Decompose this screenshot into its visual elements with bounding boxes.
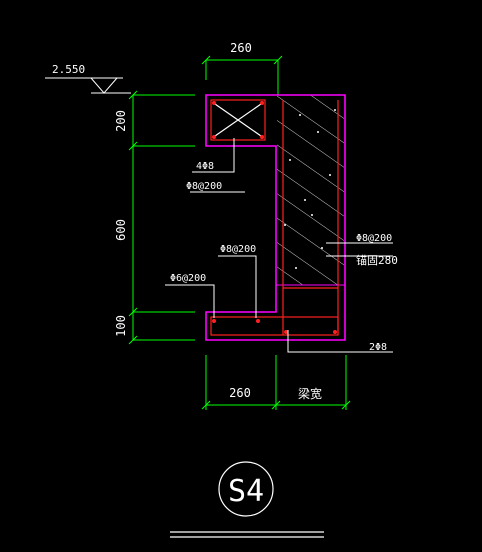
leader-lines [165, 138, 393, 353]
top-stirrup-label: Φ8@200 [186, 181, 222, 192]
bottom-stirrup-label: Φ6@200 [170, 273, 206, 284]
top-bars-label: 4Φ8 [196, 161, 214, 172]
section-label: S4 [228, 474, 264, 509]
dim-height-top: 200 [114, 110, 128, 132]
rebar-dots [212, 101, 337, 334]
elevation-value: 2.550 [52, 63, 85, 76]
elevation-marker [45, 77, 131, 94]
mid-stirrup-label: Φ8@200 [220, 244, 256, 255]
dim-height-mid: 600 [114, 219, 128, 241]
dim-bottom-width: 260 [229, 386, 251, 400]
anchor-label: 锚固280 [356, 253, 398, 267]
concrete-body [277, 95, 344, 285]
dim-beam-width: 梁宽 [298, 386, 322, 401]
bottom-bars-label: 2Φ8 [369, 342, 387, 353]
section-mark: S4 [170, 461, 324, 538]
dimension-lines [128, 55, 351, 410]
dim-top-width: 260 [230, 41, 252, 55]
section-outline [205, 94, 346, 341]
dim-height-bottom: 100 [114, 315, 128, 337]
text-labels: 260 260 梁宽 200 600 100 2.550 4Φ8 Φ8@200 … [52, 41, 398, 401]
rebar [210, 99, 339, 336]
right-stirrup-label: Φ8@200 [356, 233, 392, 244]
